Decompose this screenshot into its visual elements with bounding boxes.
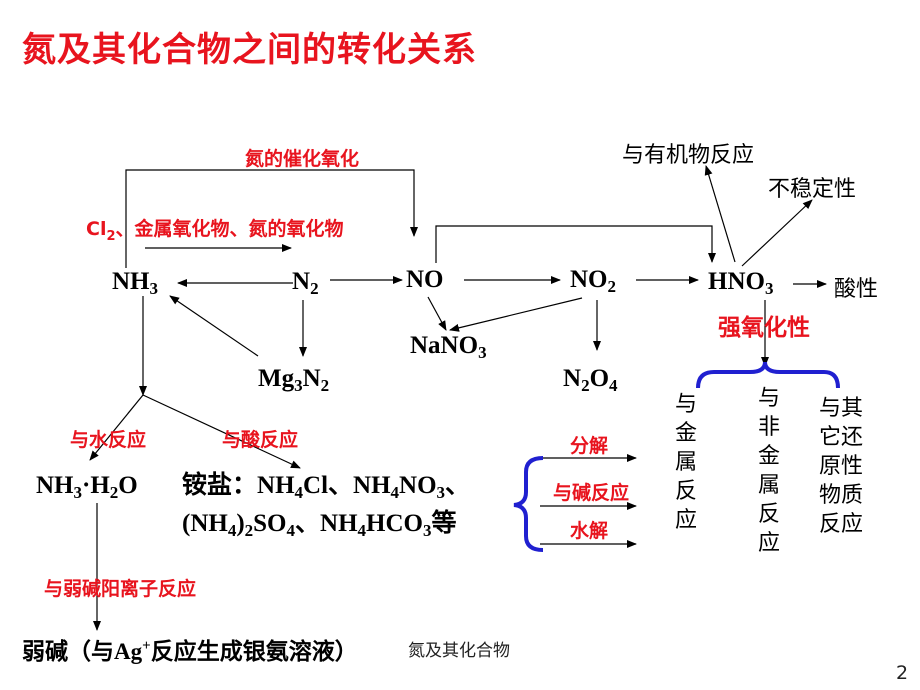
species-no: NO xyxy=(406,266,444,293)
arrow-to-ammonium xyxy=(142,394,301,469)
arrow-mg3n2-to-nh3 xyxy=(169,295,259,357)
arrow-hno3-to-instability xyxy=(741,199,813,267)
arrow-no-to-nano3 xyxy=(427,296,447,331)
species-nh3: NH3 xyxy=(112,268,158,298)
species-mg3n2: Mg3N2 xyxy=(258,365,330,395)
species-no2: NO2 xyxy=(570,266,616,296)
label-decompose: 分解 xyxy=(570,435,609,457)
label-react-nonmetals: 与非金属反应 xyxy=(757,386,780,556)
page-number: 2 xyxy=(896,662,909,684)
label-react-acid: 与酸反应 xyxy=(222,429,299,451)
label-strong-oxidizing: 强氧化性 xyxy=(718,315,810,341)
brace-ammonium-reactions xyxy=(513,456,544,552)
arrow-hno3-to-organics xyxy=(704,165,736,263)
label-instability: 不稳定性 xyxy=(768,177,857,202)
species-nh3-h2o: NH3·H2O xyxy=(36,472,138,502)
arrow-to-nh3h2o xyxy=(89,394,144,461)
label-cl2-oxidants: Cl2、金属氧化物、氮的氧化物 xyxy=(86,218,344,244)
species-n2o4: N2O4 xyxy=(563,365,618,395)
species-n2: N2 xyxy=(292,268,319,298)
footer-caption: 氮及其化合物 xyxy=(408,641,510,661)
arrow-no-to-hno3-loop xyxy=(435,225,716,263)
brace-hno3-reactions xyxy=(696,361,840,389)
label-hydrolysis: 水解 xyxy=(570,520,609,542)
weak-base-line: 弱碱（与Ag+反应生成银氨溶液） xyxy=(22,638,358,664)
label-react-reducing: 与其它还原性物质反应 xyxy=(818,396,863,537)
ammonium-salts-line2: (NH4)2SO4、NH4HCO3等 xyxy=(182,510,457,540)
label-catalytic-oxidation: 氮的催化氧化 xyxy=(245,148,360,170)
species-nano3: NaNO3 xyxy=(410,332,487,362)
label-with-organics: 与有机物反应 xyxy=(622,143,755,168)
label-react-water: 与水反应 xyxy=(70,429,147,451)
ammonium-salts-line1: 铵盐：NH4Cl、NH4NO3、 xyxy=(182,472,471,502)
arrow-no2-to-nano3 xyxy=(449,297,583,332)
species-hno3: HNO3 xyxy=(708,268,774,298)
label-acidity: 酸性 xyxy=(834,277,879,302)
label-react-metals: 与金属反应 xyxy=(674,392,697,533)
arrow-catalytic-oxidation xyxy=(125,169,418,268)
label-react-base: 与碱反应 xyxy=(553,482,630,504)
label-weak-base-cation: 与弱碱阳离子反应 xyxy=(44,578,197,600)
page-title: 氮及其化合物之间的转化关系 xyxy=(22,30,477,70)
